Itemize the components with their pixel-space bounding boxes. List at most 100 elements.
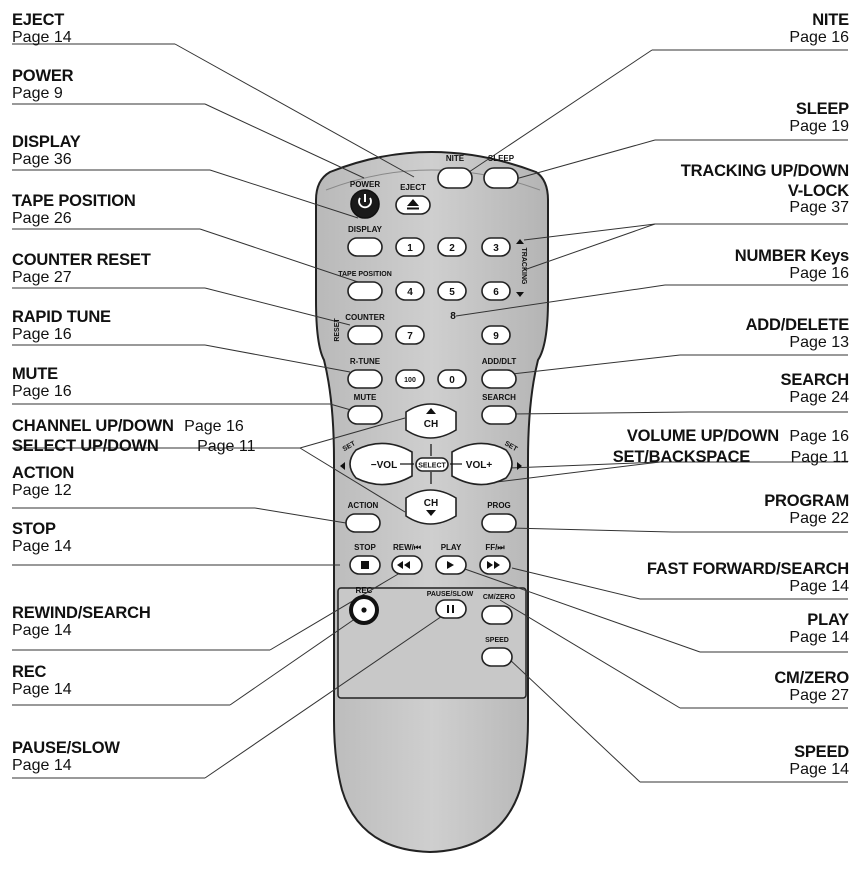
label-vol-minus: −VOL [371,460,397,471]
counter-button[interactable] [347,325,383,345]
digit-0: 0 [449,375,455,386]
tracking-up-icon [516,239,524,244]
callout-volume-up-down: VOLUME UP/DOWN Page 16 [627,428,849,445]
digit-100: 100 [404,377,416,384]
callout-page: Page 11 [790,449,849,466]
nite-button[interactable] [437,167,473,189]
callout-fast-forward: FAST FORWARD/SEARCH Page 14 [647,561,849,595]
callout-number-keys: NUMBER Keys Page 16 [735,248,849,282]
key-100[interactable] [395,369,425,389]
key-4[interactable] [395,281,425,301]
callout-play: PLAY Page 14 [789,612,849,646]
tracking-down-icon [516,292,524,297]
key-6[interactable] [481,281,511,301]
label-reset: RESET [334,318,341,342]
ch-up-button[interactable] [405,403,457,439]
callout-counter-reset: COUNTER RESET Page 27 [12,252,151,286]
label-prog: PROG [487,501,511,510]
callout-stop: STOP Page 14 [12,521,72,555]
callout-title: PLAY [807,611,849,629]
search-button[interactable] [481,405,517,425]
label-cm-zero: CM/ZERO [483,594,516,601]
callout-mute: MUTE Page 16 [12,366,72,400]
pause-icon [447,605,449,613]
ch-down-button[interactable] [405,489,457,525]
callout-page: Page 16 [184,418,244,435]
callout-title: SELECT UP/DOWN [12,437,159,455]
callout-title: REWIND/SEARCH [12,604,151,622]
label-stop: STOP [354,543,376,552]
vol-plus-button[interactable] [451,442,513,486]
callout-title: RAPID TUNE [12,308,111,326]
label-display: DISPLAY [348,225,383,234]
cm-zero-button[interactable] [481,605,513,625]
digit-5: 5 [449,287,455,298]
tape-position-button[interactable] [347,281,383,301]
sleep-button[interactable] [483,167,519,189]
label-rec: REC [356,586,373,595]
mute-button[interactable] [347,405,383,425]
callout-tracking: TRACKING UP/DOWN V-LOCK Page 37 [681,163,849,216]
callout-title: PROGRAM [764,492,849,510]
key-9[interactable] [481,325,511,345]
callout-page: Page 16 [789,28,849,46]
digit-1: 1 [407,243,413,254]
digit-3: 3 [493,243,499,254]
direction-pad [349,403,513,525]
key-5[interactable] [437,281,467,301]
key-3[interactable] [481,237,511,257]
action-button[interactable] [345,513,381,533]
callout-title: STOP [12,520,56,538]
play-icon [447,561,454,569]
callout-rapid-tune: RAPID TUNE Page 16 [12,309,111,343]
pause-slow-button[interactable] [435,599,467,619]
callout-title: FAST FORWARD/SEARCH [646,560,849,578]
callout-pause-slow: PAUSE/SLOW Page 14 [12,740,120,774]
callout-title: VOLUME UP/DOWN [626,427,779,445]
callout-speed: SPEED Page 14 [789,744,849,778]
ch-up-arrow-icon [426,408,436,414]
callout-title: SET/BACKSPACE [612,448,751,466]
callout-select-up-down: SELECT UP/DOWN Page 11 [12,438,256,455]
callout-set-backspace: SET/BACKSPACE Page 11 [613,449,849,466]
label-action: ACTION [348,501,379,510]
callout-title: POWER [12,67,74,85]
callout-rec: REC Page 14 [12,664,72,698]
key-2[interactable] [437,237,467,257]
key-7[interactable] [395,325,425,345]
callout-tape-position: TAPE POSITION Page 26 [12,193,136,227]
fast-forward-icon [487,561,500,569]
select-button[interactable] [415,457,449,472]
vol-minus-button[interactable] [349,442,413,486]
callout-title: SLEEP [795,100,849,118]
prog-button[interactable] [481,513,517,533]
label-rew: REW/⏮ [393,543,421,552]
callout-title: DISPLAY [12,133,81,151]
display-button[interactable] [347,237,383,257]
key-0[interactable] [437,369,467,389]
label-pause-slow: PAUSE/SLOW [427,591,474,598]
button-shapes [345,167,519,667]
callout-page: Page 26 [12,209,72,227]
digit-7: 7 [407,331,413,342]
rec-dot-icon [361,607,367,613]
add-dlt-button[interactable] [481,369,517,389]
label-nite: NITE [446,154,465,163]
digit-8: 8 [450,311,456,322]
label-ch-down: CH [424,498,438,509]
power-button[interactable] [350,189,380,219]
callout-page: Page 27 [12,268,72,286]
label-sleep: SLEEP [488,154,515,163]
callout-title: COUNTER RESET [12,251,151,269]
label-tracking: TRACKING [520,248,527,285]
key-1[interactable] [395,237,425,257]
speed-button[interactable] [481,647,513,667]
callout-page: Page 37 [789,199,849,216]
label-power: POWER [350,180,380,189]
r-tune-button[interactable] [347,369,383,389]
callout-title-2: V-LOCK [787,181,849,200]
callout-title: ADD/DELETE [745,316,850,334]
callout-page: Page 13 [789,333,849,351]
left-arrow-icon [340,462,345,470]
label-select: SELECT [418,463,446,470]
